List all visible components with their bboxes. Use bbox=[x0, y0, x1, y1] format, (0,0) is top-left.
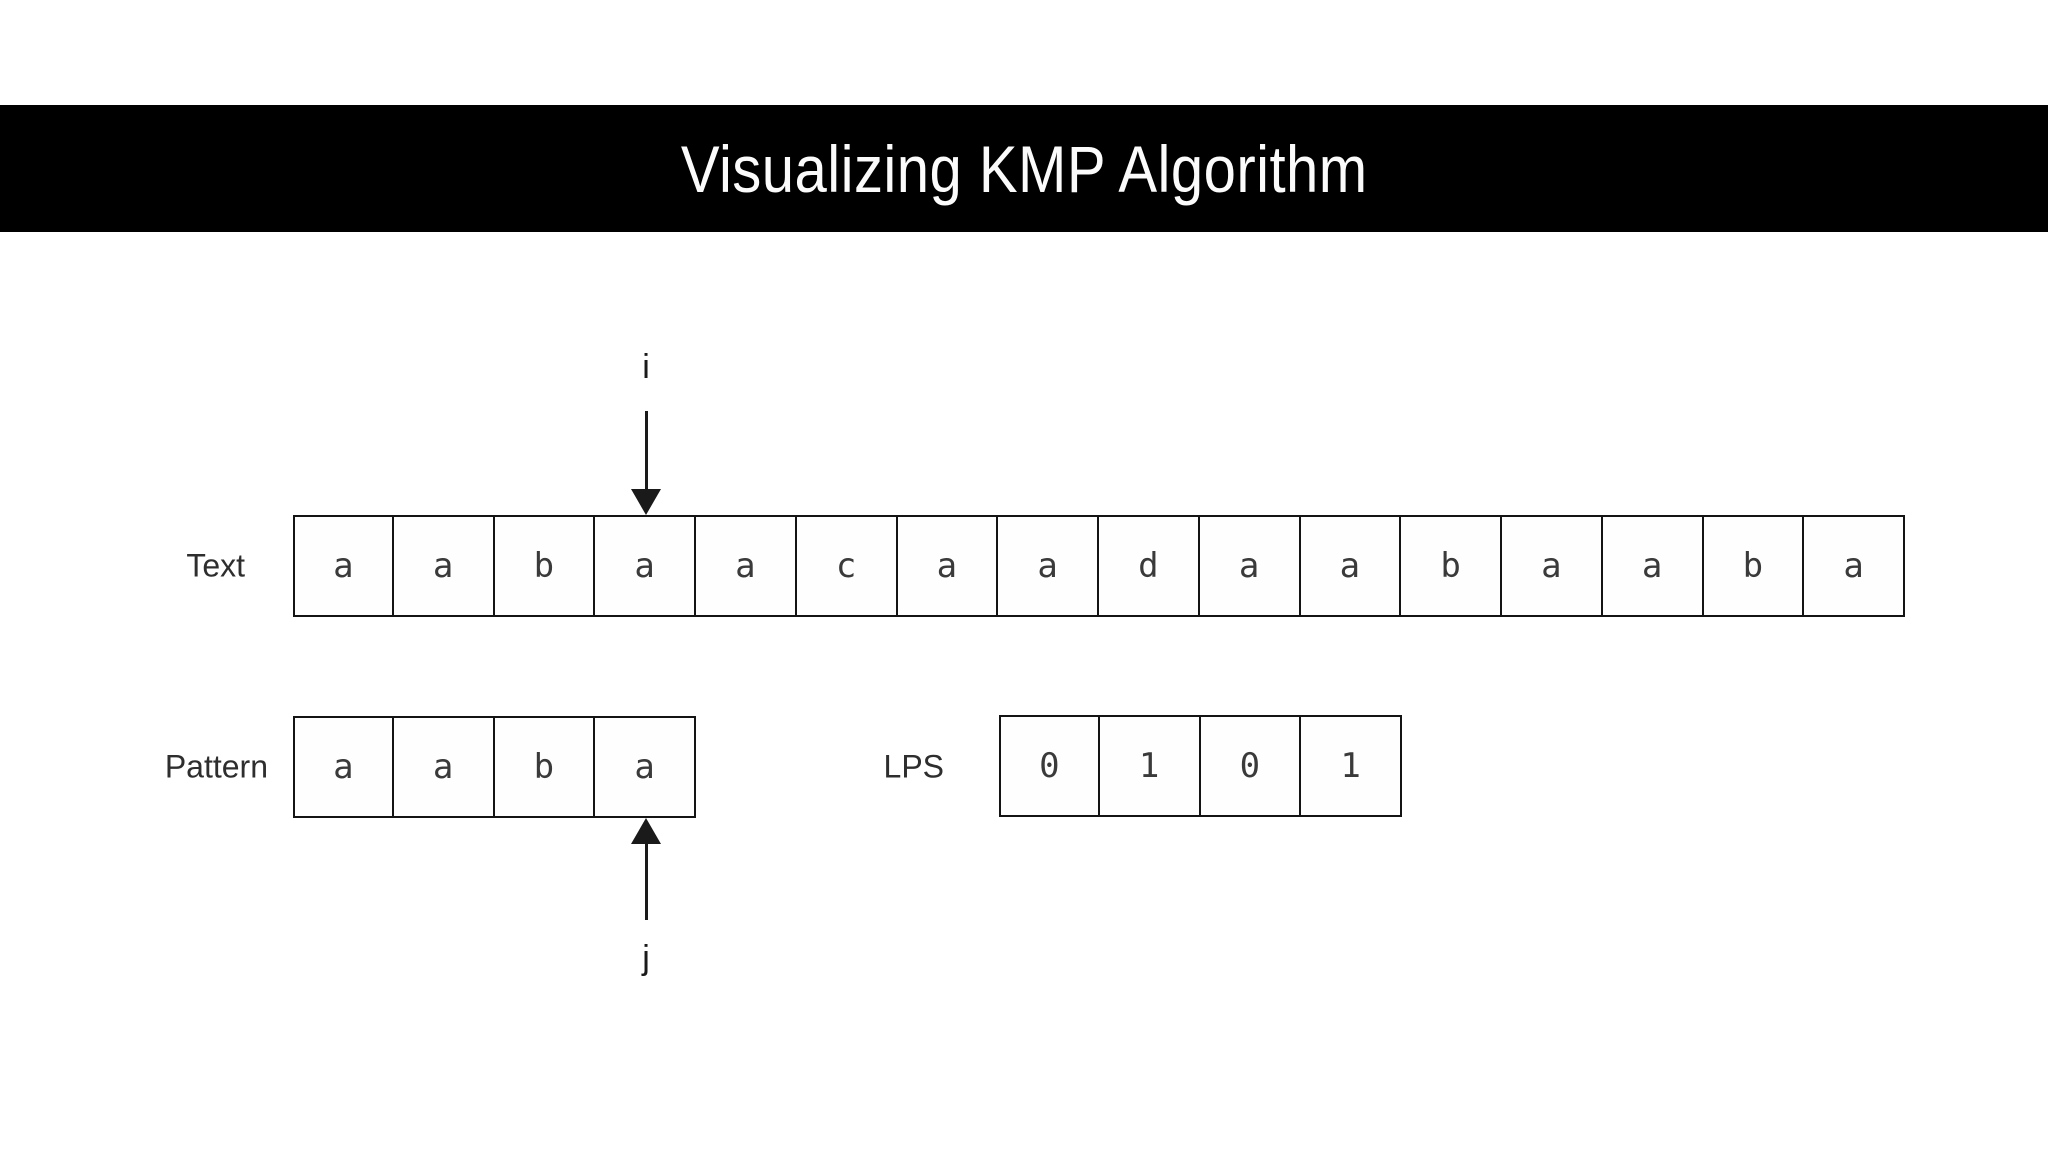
text-cell: d bbox=[1099, 515, 1200, 617]
text-cell: a bbox=[1804, 515, 1905, 617]
text-cell: a bbox=[595, 515, 696, 617]
text-cell: a bbox=[1602, 515, 1704, 617]
text-cell: b bbox=[1401, 515, 1502, 617]
pattern-row-label: Pattern bbox=[164, 748, 268, 785]
text-row-label: Text bbox=[186, 547, 245, 584]
lps-row-label: LPS bbox=[883, 748, 944, 785]
pointer-j: j bbox=[631, 818, 661, 980]
pattern-cell: a bbox=[595, 716, 696, 818]
lps-cell: 0 bbox=[999, 715, 1100, 817]
title-bar: Visualizing KMP Algorithm bbox=[0, 105, 2048, 232]
pointer-i: i bbox=[631, 347, 661, 515]
text-cell: a bbox=[1199, 515, 1301, 617]
text-cell: c bbox=[796, 515, 898, 617]
text-cell: a bbox=[1300, 515, 1402, 617]
arrow-up-icon bbox=[631, 818, 661, 844]
pattern-cell: b bbox=[494, 716, 596, 818]
text-cell: a bbox=[393, 515, 495, 617]
text-cell: a bbox=[1502, 515, 1603, 617]
text-cell: a bbox=[293, 515, 394, 617]
pointer-j-label: j bbox=[642, 939, 650, 977]
text-cell: b bbox=[494, 515, 596, 617]
text-cell: a bbox=[696, 515, 797, 617]
text-cell: a bbox=[998, 515, 1099, 617]
lps-cell: 1 bbox=[1099, 715, 1201, 817]
pointer-i-line bbox=[644, 411, 648, 489]
text-cell: a bbox=[897, 515, 999, 617]
pointer-i-label: i bbox=[642, 348, 650, 386]
pointer-j-line bbox=[644, 844, 648, 920]
text-cell: b bbox=[1703, 515, 1805, 617]
arrow-down-icon bbox=[631, 489, 661, 515]
pattern-cell: a bbox=[393, 716, 495, 818]
lps-cell: 0 bbox=[1200, 715, 1302, 817]
lps-cell: 1 bbox=[1301, 715, 1402, 817]
page-title: Visualizing KMP Algorithm bbox=[680, 131, 1368, 206]
pattern-cell: a bbox=[293, 716, 394, 818]
